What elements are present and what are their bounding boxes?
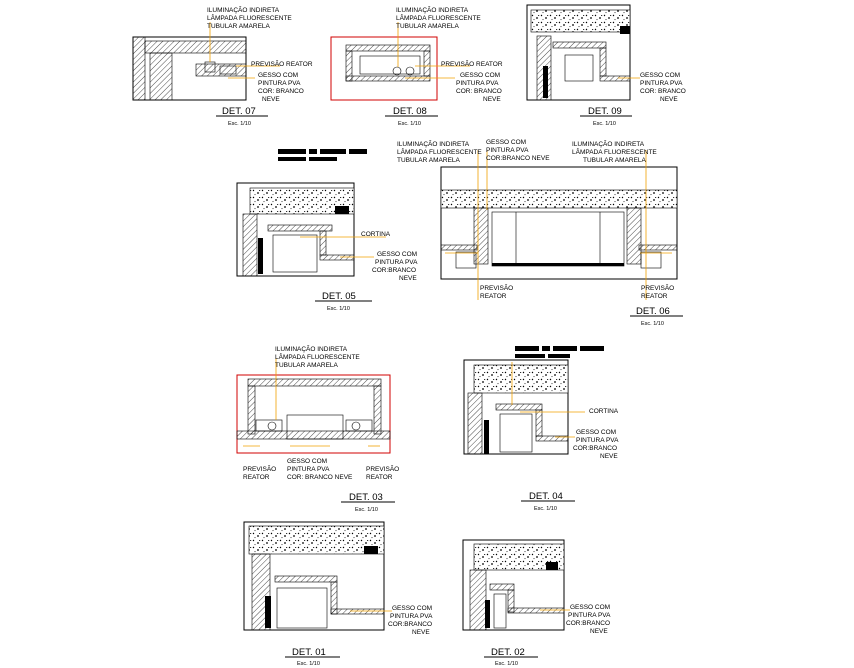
- det03-light-line-3: TUBULAR AMARELA: [275, 362, 339, 369]
- det08-finish-line-2: PINTURA PVA: [456, 80, 499, 87]
- det06-left-reactor-line-1: PREVISÃO: [480, 283, 513, 292]
- det06-left-light-line-1: ILUMINAÇÃO INDIRETA: [397, 139, 470, 148]
- detail-01: GESSO COM PINTURA PVA COR:BRANCO NEVE DE…: [243, 521, 433, 667]
- det05-scale: Esc. 1/10: [327, 306, 350, 312]
- det07-title: DET. 07: [222, 106, 256, 117]
- det06-right-light-line-3: TUBULAR AMARELA: [583, 157, 647, 164]
- det02-scale: Esc. 1/10: [495, 661, 518, 667]
- det03-light-line-2: LÂMPADA FLUORESCENTE: [275, 352, 360, 361]
- det07-finish-line-3: COR: BRANCO: [258, 88, 304, 95]
- det08-title: DET. 08: [393, 106, 427, 117]
- det03-right-reactor-line-2: REATOR: [366, 474, 393, 481]
- det06-right-reactor-line-2: REATOR: [641, 293, 668, 300]
- det04-finish-line-4: NEVE: [600, 453, 618, 460]
- det03-title: DET. 03: [349, 492, 383, 503]
- det06-right-light-line-1: ILUMINAÇÃO INDIRETA: [572, 139, 645, 148]
- det08-light-line-3: TUBULAR AMARELA: [396, 23, 460, 30]
- detail-04: CORTINA GESSO COM PINTURA PVA COR:BRANCO…: [463, 346, 619, 512]
- det03-finish-line-3: COR: BRANCO NEVE: [287, 474, 353, 481]
- det08-finish-line-1: GESSO COM: [460, 72, 500, 79]
- det08-light-line-2: LÂMPADA FLUORESCENTE: [396, 13, 481, 22]
- det02-finish-line-1: GESSO COM: [570, 604, 610, 611]
- det01-finish-line-1: GESSO COM: [392, 605, 432, 612]
- det03-finish-line-1: GESSO COM: [287, 458, 327, 465]
- det08-finish-line-3: COR: BRANCO: [456, 88, 502, 95]
- det06-right-light-line-2: LÂMPADA FLUORESCENTE: [572, 147, 657, 156]
- det03-scale: Esc. 1/10: [355, 507, 378, 513]
- det03-finish-line-2: PINTURA PVA: [287, 466, 330, 473]
- det08-scale: Esc. 1/10: [398, 121, 421, 127]
- det04-finish-line-2: PINTURA PVA: [576, 437, 619, 444]
- det03-right-reactor-line-1: PREVISÃO: [366, 464, 399, 473]
- det05-curtain-note: CORTINA: [361, 231, 391, 238]
- det03-left-reactor-line-1: PREVISÃO: [243, 464, 276, 473]
- det06-title: DET. 06: [636, 306, 670, 317]
- det09-finish-line-4: NEVE: [660, 96, 678, 103]
- detail-05: CORTINA GESSO COM PINTURA PVA COR:BRANCO…: [236, 149, 418, 312]
- det06-scale: Esc. 1/10: [641, 321, 664, 327]
- det07-light-line-2: LÂMPADA FLUORESCENTE: [207, 13, 292, 22]
- det04-finish-line-3: COR:BRANCO: [573, 445, 617, 452]
- det09-title: DET. 09: [588, 106, 622, 117]
- detail-09: GESSO COM PINTURA PVA COR: BRANCO NEVE D…: [526, 4, 686, 127]
- det06-left-light-line-2: LÂMPADA FLUORESCENTE: [397, 147, 482, 156]
- det05-title: DET. 05: [322, 291, 356, 302]
- det07-light-line-3: TUBULAR AMARELA: [207, 23, 271, 30]
- detail-03: ILUMINAÇÃO INDIRETA LÂMPADA FLUORESCENTE…: [236, 344, 399, 513]
- detail-08: ILUMINAÇÃO INDIRETA LÂMPADA FLUORESCENTE…: [330, 5, 503, 127]
- det06-left-light-line-3: TUBULAR AMARELA: [397, 157, 461, 164]
- det05-finish-line-2: PINTURA PVA: [375, 259, 418, 266]
- det09-scale: Esc. 1/10: [593, 121, 616, 127]
- det09-finish-line-1: GESSO COM: [640, 72, 680, 79]
- det07-scale: Esc. 1/10: [228, 121, 251, 127]
- detail-06: ILUMINAÇÃO INDIRETA LÂMPADA FLUORESCENTE…: [397, 139, 683, 327]
- det07-finish-line-1: GESSO COM: [258, 72, 298, 79]
- det08-light-line-1: ILUMINAÇÃO INDIRETA: [396, 5, 469, 14]
- det04-title: DET. 04: [529, 491, 563, 502]
- det01-finish-line-4: NEVE: [412, 629, 430, 636]
- det01-title: DET. 01: [292, 647, 326, 658]
- det06-right-reactor-line-1: PREVISÃO: [641, 283, 674, 292]
- det01-finish-line-2: PINTURA PVA: [390, 613, 433, 620]
- det07-finish-line-4: NEVE: [262, 96, 280, 103]
- det01-scale: Esc. 1/10: [297, 661, 320, 667]
- det04-scale: Esc. 1/10: [534, 506, 557, 512]
- det09-finish-line-2: PINTURA PVA: [640, 80, 683, 87]
- det03-left-reactor-line-2: REATOR: [243, 474, 270, 481]
- det02-title: DET. 02: [491, 647, 525, 658]
- detail-07: ILUMINAÇÃO INDIRETA LÂMPADA FLUORESCENTE…: [132, 5, 313, 127]
- det06-finish-line-2: PINTURA PVA: [486, 147, 529, 154]
- det06-finish-line-3: COR:BRANCO NEVE: [486, 155, 550, 162]
- det08-reactor-note: PREVISÃO REATOR: [441, 59, 503, 68]
- det05-finish-line-1: GESSO COM: [377, 251, 417, 258]
- det06-finish-line-1: GESSO COM: [486, 139, 526, 146]
- det06-left-reactor-line-2: REATOR: [480, 293, 507, 300]
- det01-finish-line-3: COR:BRANCO: [388, 621, 432, 628]
- det05-finish-line-3: COR:BRANCO: [372, 267, 416, 274]
- det05-finish-line-4: NEVE: [399, 275, 417, 282]
- det07-finish-line-2: PINTURA PVA: [258, 80, 301, 87]
- detail-02: GESSO COM PINTURA PVA COR:BRANCO NEVE DE…: [462, 539, 611, 667]
- det07-reactor-note: PREVISÃO REATOR: [251, 59, 313, 68]
- det04-curtain-note: CORTINA: [589, 408, 619, 415]
- det02-finish-line-2: PINTURA PVA: [568, 612, 611, 619]
- det08-finish-line-4: NEVE: [483, 96, 501, 103]
- det07-light-line-1: ILUMINAÇÃO INDIRETA: [207, 5, 280, 14]
- det04-finish-line-1: GESSO COM: [576, 429, 616, 436]
- det02-finish-line-3: COR:BRANCO: [566, 620, 610, 627]
- det02-finish-line-4: NEVE: [590, 628, 608, 635]
- det09-finish-line-3: COR: BRANCO: [640, 88, 686, 95]
- det03-light-line-1: ILUMINAÇÃO INDIRETA: [275, 344, 348, 353]
